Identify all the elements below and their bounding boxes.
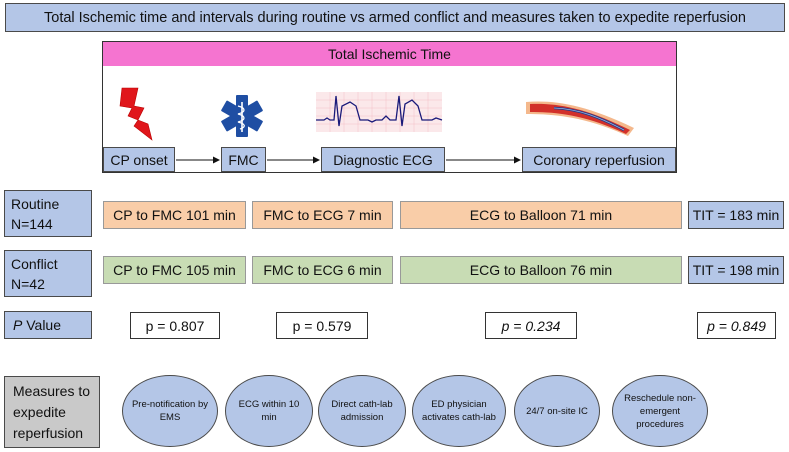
step-fmc: FMC — [221, 147, 266, 172]
measure-4-text: 24/7 on-site IC — [526, 405, 588, 417]
conflict-tit: TIT = 198 min — [688, 256, 784, 284]
ecg-trace-icon — [316, 92, 443, 132]
measure-ed-physician: ED physician activates cath-lab — [412, 375, 506, 447]
measure-5-text: Reschedule non-emergent procedures — [624, 392, 696, 430]
artery-stent-icon — [526, 101, 634, 136]
routine-label-n: N=144 — [11, 216, 53, 232]
step-coronary-reperfusion: Coronary reperfusion — [522, 147, 676, 172]
total-ischemic-time-header: Total Ischemic Time — [103, 42, 676, 66]
measure-1-text: ECG within 10 min — [238, 399, 300, 423]
measures-label-line3: reperfusion — [13, 425, 84, 441]
measure-2-text: Direct cath-lab admission — [331, 399, 393, 423]
pvalue-1-text: p = 0.579 — [292, 317, 352, 334]
pvalue-3-text: p = 0.849 — [707, 317, 766, 334]
pvalue-2-text: p = 0.234 — [501, 317, 561, 334]
conflict-label: Conflict N=42 — [4, 250, 92, 297]
star-of-life-icon — [221, 95, 263, 137]
routine-tit: TIT = 183 min — [688, 201, 784, 229]
figure-title: Total Ischemic time and intervals during… — [5, 3, 785, 32]
conflict-label-title: Conflict — [11, 256, 58, 272]
step-diagnostic-ecg: Diagnostic ECG — [321, 147, 445, 172]
pvalue-label: P Value — [4, 311, 92, 339]
routine-ecg-to-balloon: ECG to Balloon 71 min — [400, 201, 682, 229]
measure-on-site-ic: 24/7 on-site IC — [514, 375, 600, 447]
measure-pre-notification: Pre-notification by EMS — [122, 375, 218, 447]
measure-reschedule: Reschedule non-emergent procedures — [612, 375, 708, 447]
measure-3-text: ED physician activates cath-lab — [422, 399, 496, 423]
measure-direct-cath-lab: Direct cath-lab admission — [318, 375, 406, 447]
pvalue-0-text: p = 0.807 — [145, 317, 205, 334]
pvalue-label-text: Value — [22, 317, 62, 333]
conflict-ecg-to-balloon: ECG to Balloon 76 min — [400, 256, 682, 284]
measures-label-line2: expedite — [13, 404, 66, 420]
pvalue-fmc-to-ecg: p = 0.579 — [276, 312, 368, 339]
pvalue-tit: p = 0.849 — [697, 312, 776, 339]
lightning-bolt-icon — [119, 87, 153, 141]
pvalue-cp-to-fmc: p = 0.807 — [130, 312, 220, 339]
routine-fmc-to-ecg: FMC to ECG 7 min — [252, 201, 393, 229]
measure-ecg-within-10-min: ECG within 10 min — [225, 375, 313, 447]
pvalue-ecg-to-balloon: p = 0.234 — [485, 312, 577, 339]
step-cp-onset: CP onset — [103, 147, 175, 172]
conflict-cp-to-fmc: CP to FMC 105 min — [103, 256, 246, 284]
measure-0-text: Pre-notification by EMS — [131, 399, 209, 423]
conflict-label-n: N=42 — [11, 276, 45, 292]
conflict-fmc-to-ecg: FMC to ECG 6 min — [252, 256, 393, 284]
pvalue-label-p: P — [13, 317, 23, 333]
measures-label-line1: Measures to — [13, 383, 91, 399]
routine-label-title: Routine — [11, 196, 60, 212]
measures-label: Measures to expedite reperfusion — [4, 376, 100, 448]
routine-label: Routine N=144 — [4, 190, 92, 237]
routine-cp-to-fmc: CP to FMC 101 min — [103, 201, 246, 229]
